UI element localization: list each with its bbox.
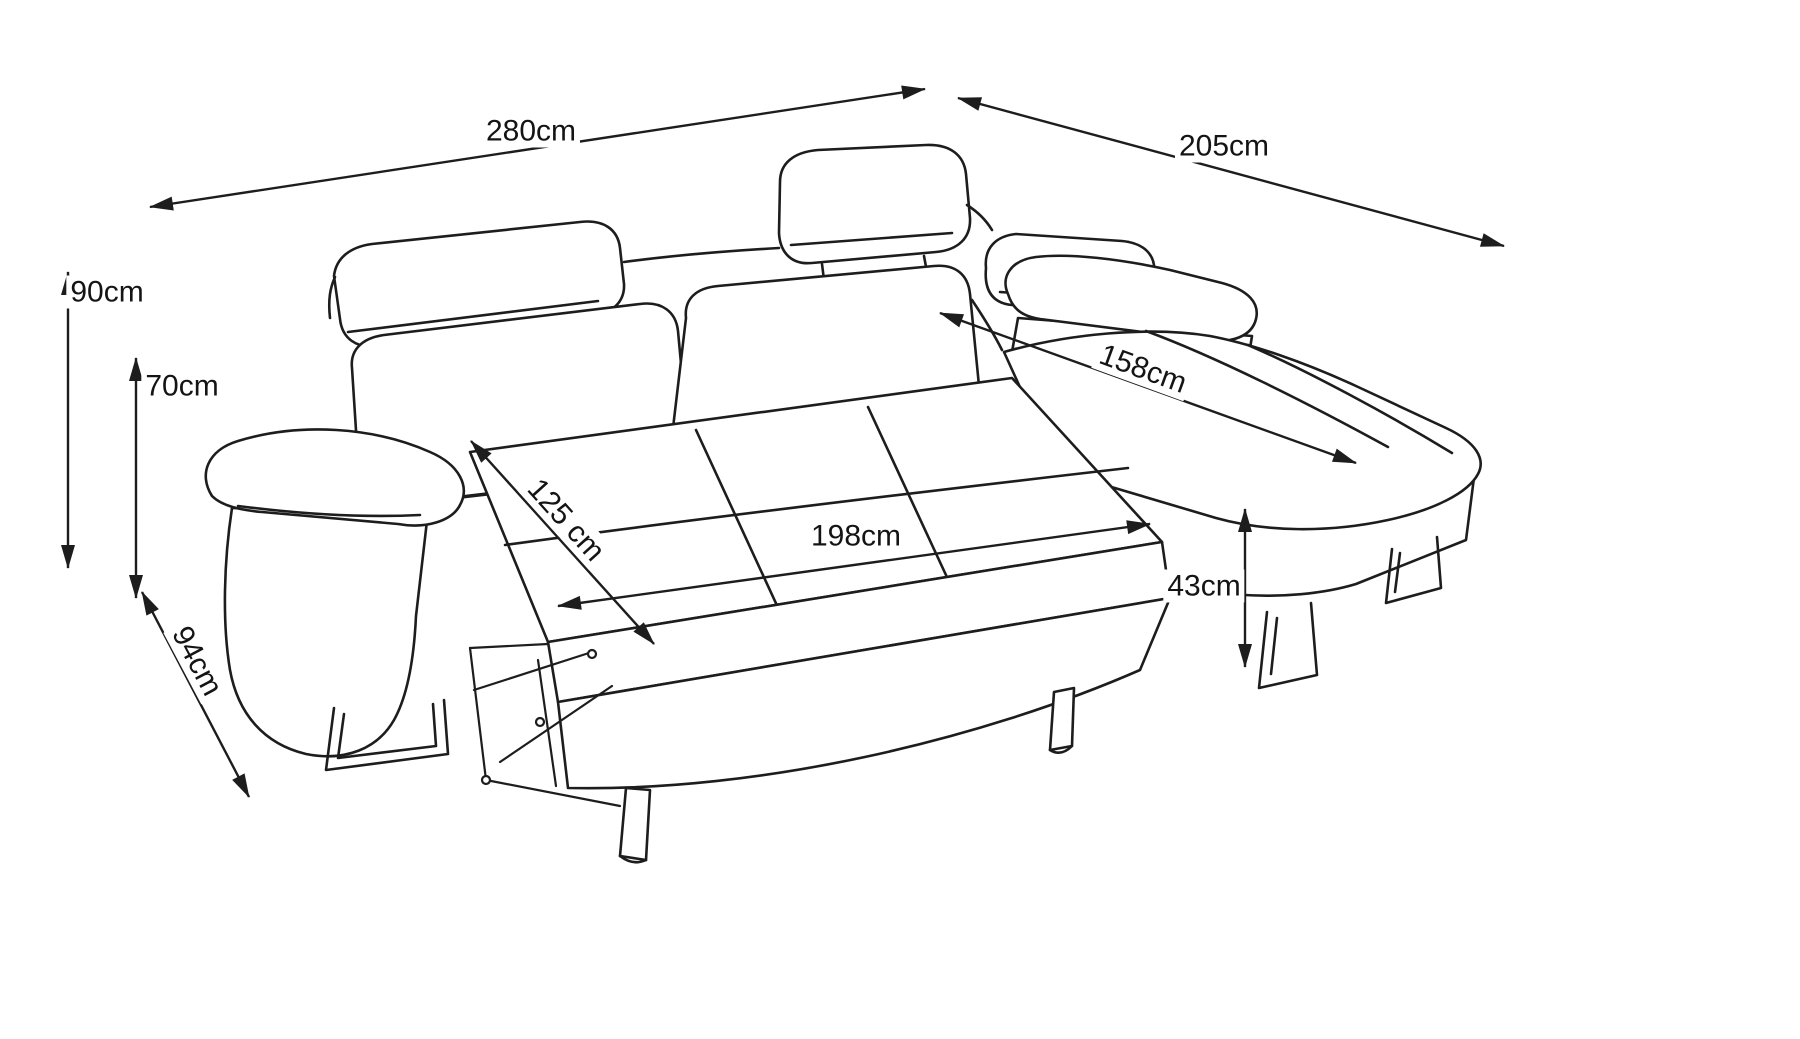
left-armrest xyxy=(204,428,466,772)
dim-label-sleeping-length: 198cm xyxy=(806,519,906,553)
dim-arrow-overall-width xyxy=(149,85,926,211)
bed-legs xyxy=(618,686,1076,864)
dim-label-armrest-height: 70cm xyxy=(141,369,223,403)
dim-arrow-overall-depth xyxy=(957,96,1505,248)
sofa-group xyxy=(204,143,1482,864)
bed-mechanism xyxy=(468,642,622,808)
dim-label-seat-height: 43cm xyxy=(1163,569,1245,603)
headrest-right xyxy=(777,143,972,265)
dim-label-backrest-height: 90cm xyxy=(66,275,148,309)
dim-arrow-sleeping-length xyxy=(557,520,1151,610)
dim-label-overall-width: 280cm xyxy=(481,114,581,148)
dim-label-overall-depth: 205cm xyxy=(1174,129,1274,163)
